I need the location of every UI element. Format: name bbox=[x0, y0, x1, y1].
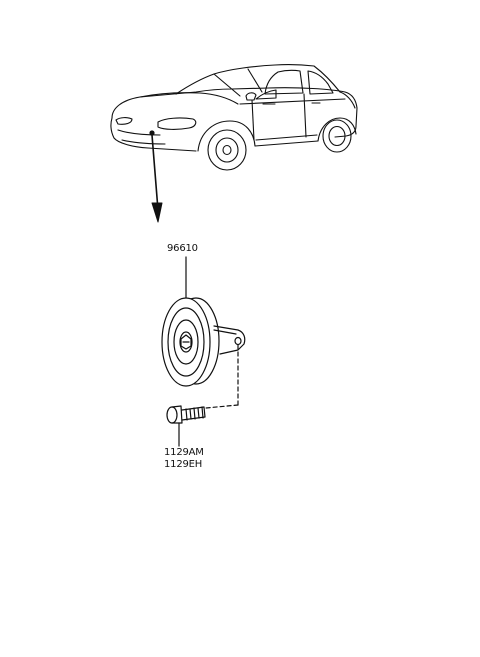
car-illustration bbox=[110, 64, 358, 171]
horn-part-number: 96610 bbox=[167, 243, 198, 254]
horn-illustration bbox=[161, 256, 246, 409]
bolt-illustration bbox=[166, 405, 206, 447]
location-arrow bbox=[149, 130, 163, 223]
bolt-part-number-primary: 1129AM bbox=[164, 447, 204, 458]
bolt-part-number-alternate: 1129EH bbox=[164, 459, 203, 470]
